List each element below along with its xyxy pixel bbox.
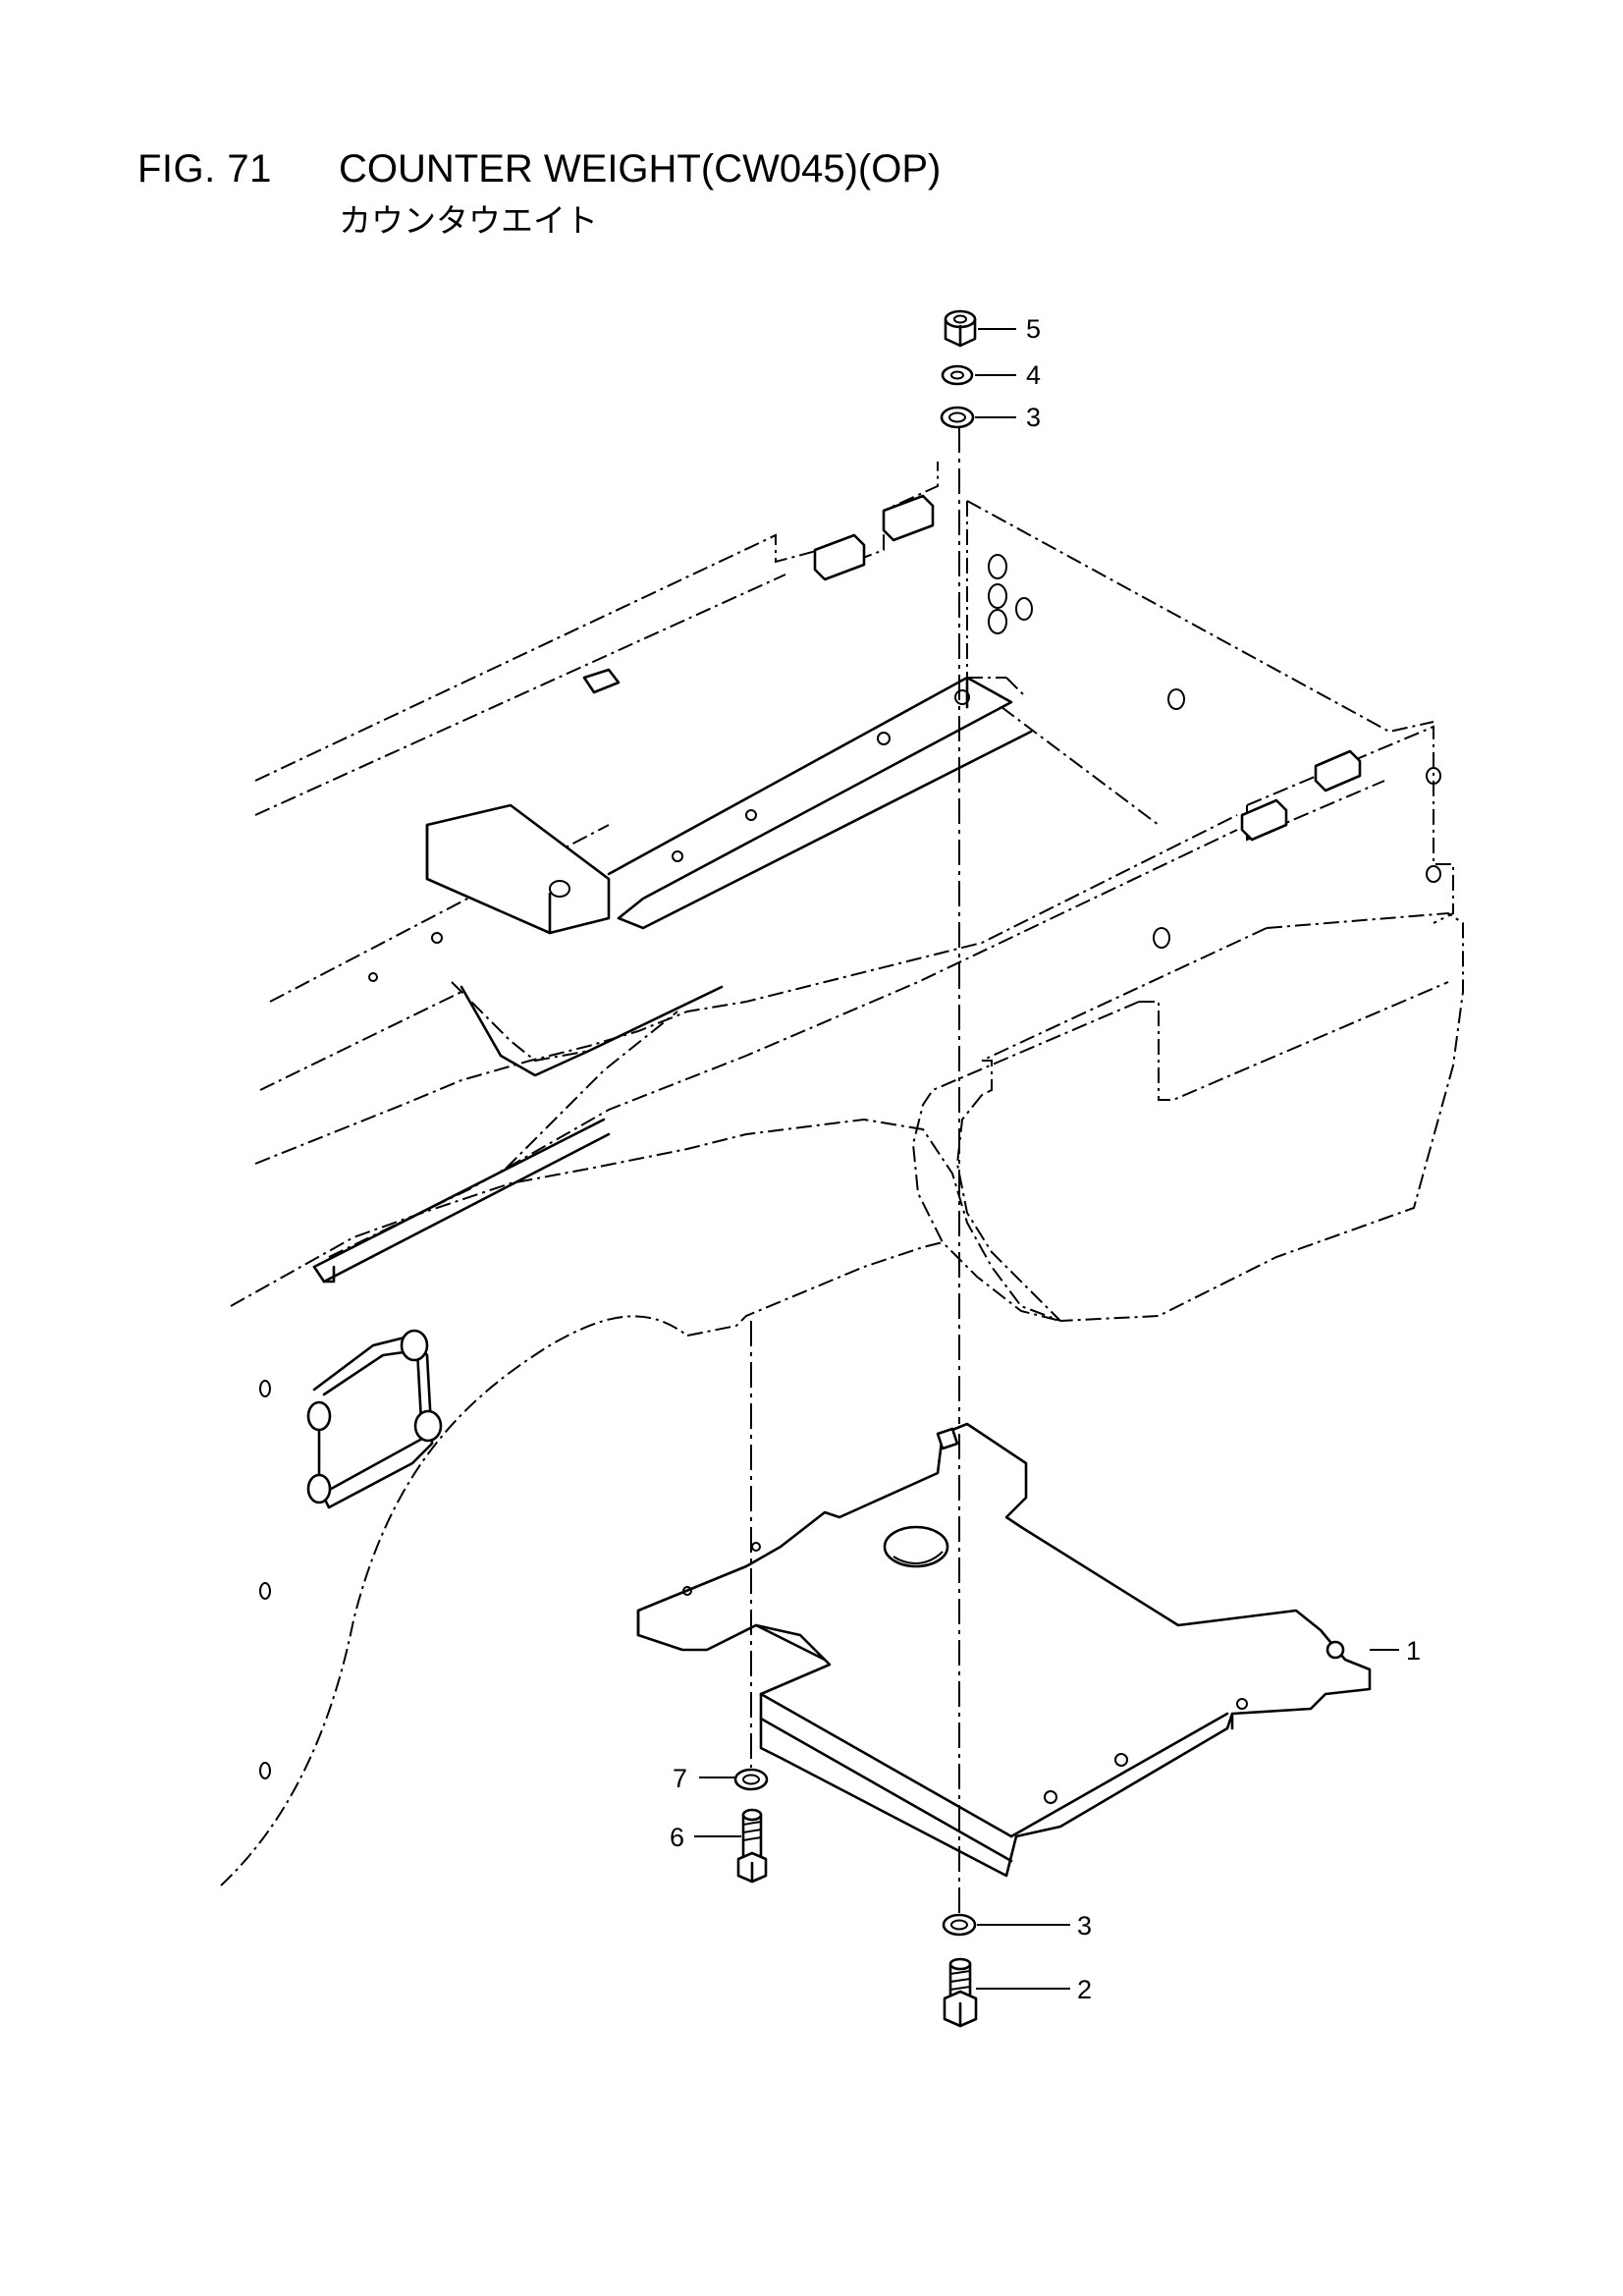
assembly-center-lines [750, 427, 960, 1925]
washer-top-part [940, 406, 975, 429]
hex-nut-part [944, 309, 977, 348]
callout-7: 7 [673, 1764, 687, 1793]
counter-weight-part [636, 1422, 1372, 1878]
frame-details [306, 494, 1441, 1509]
callout-2: 2 [1077, 1975, 1092, 2004]
callout-labels: 5 4 3 1 7 6 3 2 [670, 314, 1421, 2004]
bolt-small-part [736, 1808, 768, 1884]
spring-washer-part [941, 364, 974, 386]
washer-small-part [733, 1768, 769, 1791]
figure-number: FIG. 71 [137, 147, 272, 191]
callout-leaders [694, 328, 1399, 1990]
callout-4: 4 [1026, 360, 1041, 390]
callout-1: 1 [1406, 1636, 1421, 1666]
callout-5: 5 [1026, 314, 1041, 344]
figure-title: COUNTER WEIGHT(CW045)(OP) [339, 147, 942, 191]
callout-3-bottom: 3 [1077, 1911, 1092, 1941]
figure-subtitle: カウンタウエイト [339, 201, 598, 240]
callout-3-top: 3 [1026, 403, 1041, 432]
washer-bottom-part [942, 1913, 977, 1937]
callout-6: 6 [670, 1823, 684, 1852]
bolt-large-part [943, 1957, 978, 2028]
